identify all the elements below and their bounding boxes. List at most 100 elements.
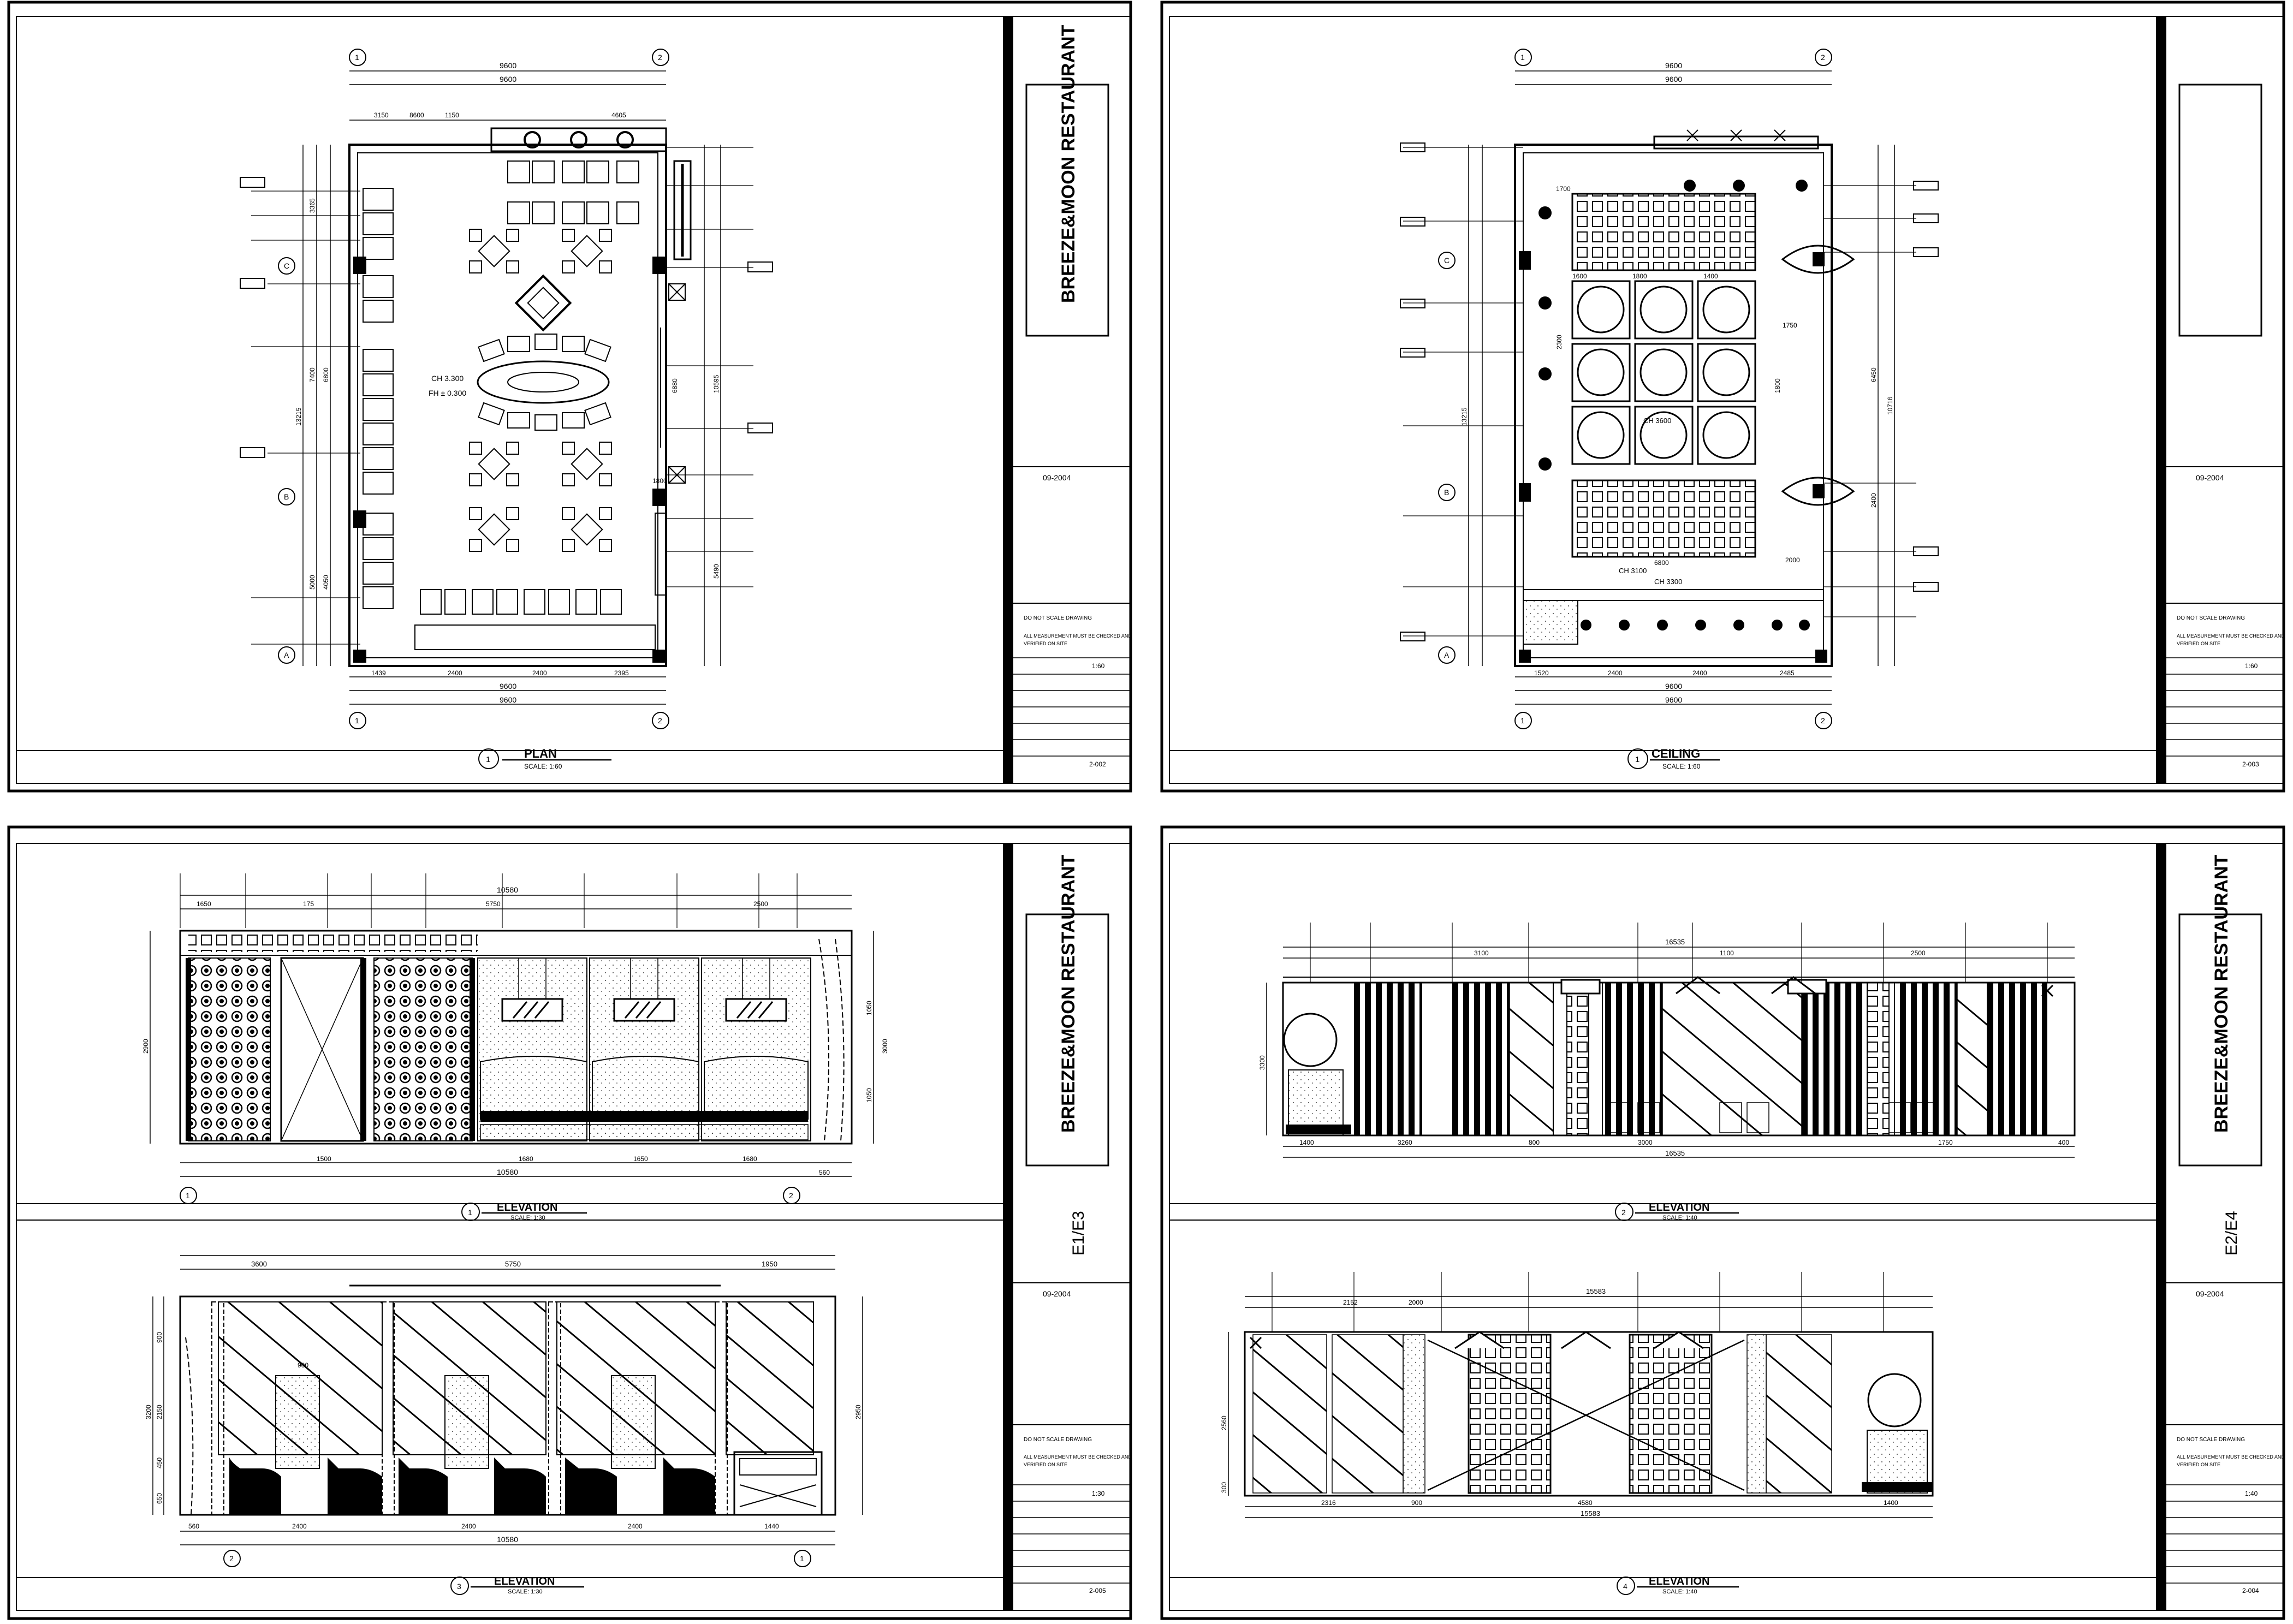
scale-value: 1:60 [2245,662,2258,670]
drawing-scale: SCALE: 1:60 [1662,763,1701,770]
grid-label: 1 [1520,53,1525,62]
sheet-number: 2-005 [1089,1587,1106,1595]
dimension: 2395 [614,669,629,677]
dimension: 9600 [500,61,516,70]
dimension: 3300 [1258,1055,1266,1070]
dimension: 8600 [409,111,424,119]
titleblock-elevation-a: BREEZE&MOON RESTAURANT E1/E3 09-2004 DO … [1013,854,1132,1595]
revision-date: 09-2004 [1043,1289,1071,1298]
dimension: 4605 [611,111,626,119]
grid-label: 1 [355,716,359,725]
dimension: 3600 [251,1260,267,1268]
drawing-scale: SCALE: 1:30 [510,1215,545,1221]
grid-label: C [1444,256,1450,265]
dimension: 10595 [712,374,720,393]
dimension: 5750 [505,1260,521,1268]
dimension: 9600 [500,75,516,84]
dimension: 2150 [156,1405,163,1419]
dimension: 10580 [497,885,518,894]
elevation-a-lower: 2 1 5750 3600 1950 560 2400 2400 2400 14… [145,1255,863,1595]
dimension: 2485 [1780,669,1795,677]
dimension: 6880 [671,378,679,393]
grid-label: 1 [1520,716,1525,725]
dimension: 4050 [322,575,330,590]
dimension: 2400 [1870,493,1878,508]
dimension: 9600 [500,695,516,704]
grid-label: 2 [229,1554,234,1563]
note-do-not-scale: DO NOT SCALE DRAWING [1024,615,1092,621]
drawing-caption: ELEVATION [1649,1575,1709,1587]
dimension: 3000 [881,1039,889,1054]
sheet-number: 2-002 [1089,760,1106,768]
dimension: 3365 [308,198,316,213]
drawing-marker: 3 [457,1582,461,1591]
grid-label: 2 [658,716,662,725]
drawing-caption: PLAN [524,747,557,760]
dimension: 3260 [1398,1139,1412,1146]
drawing-scale: SCALE: 1:60 [524,763,562,770]
sheet-frame-elevation-b [1160,825,2285,1620]
dimension: 400 [2058,1139,2069,1146]
dimension: 1680 [742,1155,757,1163]
dimension: 175 [303,900,314,908]
grid-label: 2 [658,53,662,62]
titleblock-plan: BREEZE&MOON RESTAURANT 09-2004 DO NOT SC… [1013,25,1132,768]
drawing-scale: SCALE: 1:40 [1662,1589,1697,1595]
grid-label: 2 [1821,716,1825,725]
dimension: 1439 [371,669,386,677]
drawing-marker: 1 [468,1208,472,1217]
drawing-marker: 2 [1621,1208,1626,1217]
revision-date: 09-2004 [1043,473,1071,482]
dimension: 2950 [854,1405,862,1419]
dimension: 2152 [1343,1299,1358,1306]
sheet-number: 2-003 [2242,760,2259,768]
dimension: 1700 [1556,185,1571,193]
dimension: 560 [188,1522,199,1530]
note-measurement: ALL MEASUREMENT MUST BE CHECKED AND [1024,633,1132,639]
note-measurement: ALL MEASUREMENT MUST BE CHECKED AND [2177,633,2285,639]
dimension: 7400 [308,367,316,382]
drawing-caption: ELEVATION [497,1201,557,1213]
dimension: 2000 [1409,1299,1423,1306]
dimension: 2560 [1220,1415,1228,1430]
dimension: 2300 [1555,335,1563,349]
drawing-scale: SCALE: 1:30 [508,1589,543,1595]
scale-value: 1:60 [1092,662,1105,670]
ceiling-height-note: CH 3600 [1643,417,1671,425]
dimension: 9600 [1665,682,1682,691]
dimension: 1050 [865,1001,873,1015]
dimension: 900 [298,1361,308,1369]
titleblock-ceiling: 09-2004 DO NOT SCALE DRAWING ALL MEASURE… [2166,84,2285,768]
dimension: 1950 [762,1260,777,1268]
titleblock-elevation-b: BREEZE&MOON RESTAURANT E2/E4 09-2004 DO … [2166,854,2285,1595]
dimension: 2400 [532,669,547,677]
dimension: 15583 [1586,1287,1606,1295]
dimension: 5000 [308,575,316,590]
note-verify: VERIFIED ON SITE [1024,641,1067,646]
plan-drawing: 1 2 1 2 C B A 9600 9600 4605 3150 1150 8… [240,49,773,770]
scale-value: 1:40 [2245,1490,2258,1497]
dimension: 16535 [1665,938,1685,946]
dimension: 300 [1220,1482,1228,1493]
dimension: 4580 [1578,1499,1593,1507]
drawing-caption: ELEVATION [1649,1201,1709,1213]
drawing-caption: CEILING [1652,747,1700,760]
dimension: 2500 [753,900,768,908]
drawing-code: E1/E3 [1070,1211,1088,1256]
grid-label: A [284,651,289,659]
dimension: 13215 [1460,407,1468,426]
dimension: 10580 [497,1535,518,1544]
dimension: 1100 [1720,949,1734,957]
dimension: 2900 [142,1039,150,1054]
dimension: 1520 [1534,669,1549,677]
dimension: 1400 [1703,272,1718,280]
drawing-marker: 1 [486,755,490,764]
dimension: 1750 [1783,322,1797,329]
note-measurement: ALL MEASUREMENT MUST BE CHECKED AND [1024,1454,1132,1460]
dimension: 2400 [1692,669,1707,677]
note-verify: VERIFIED ON SITE [1024,1462,1067,1467]
project-title: BREEZE&MOON RESTAURANT [1058,854,1079,1133]
dimension: 1680 [519,1155,533,1163]
grid-label: A [1444,651,1450,659]
